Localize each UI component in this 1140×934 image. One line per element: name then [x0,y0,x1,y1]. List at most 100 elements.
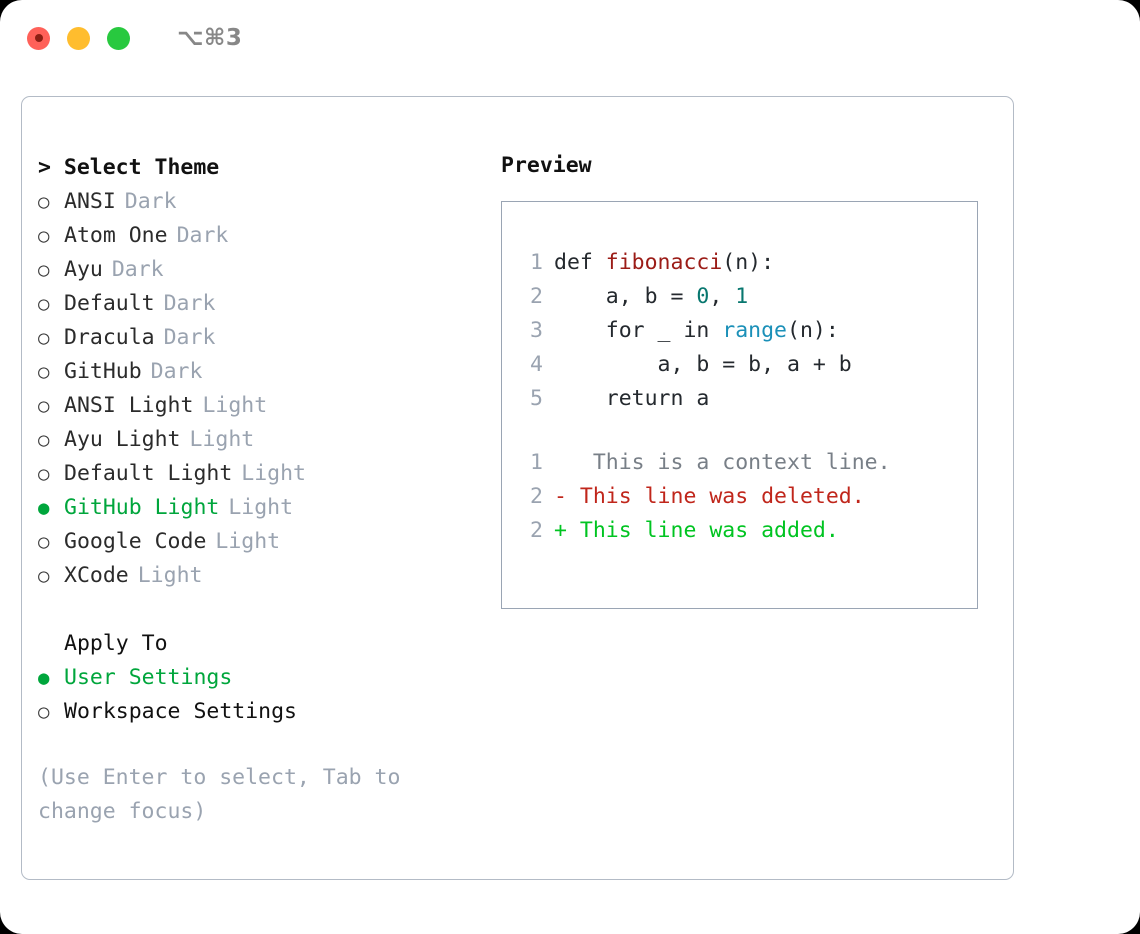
theme-category-tag: Dark [163,325,216,350]
code-token-def: def [554,250,606,275]
diff-content: This line was deleted. [566,484,865,509]
theme-name: Default Light [64,461,233,486]
theme-name: Dracula [64,325,155,350]
apply-to-label: Workspace Settings [64,699,297,724]
apply-to-heading-row: ○ Apply To [38,627,478,661]
theme-category-tag: Light [189,427,255,452]
theme-list-item[interactable]: ○ Dracula Dark [38,321,478,355]
theme-category-tag: Dark [124,189,177,214]
line-number: 3 [530,318,543,343]
apply-to-section: ○ Apply To ●User Settings○Workspace Sett… [38,627,478,729]
select-theme-heading: > Select Theme [38,155,220,180]
apply-to-label: User Settings [64,665,233,690]
maximize-window-button[interactable] [107,26,130,50]
apply-to-heading: Apply To [64,631,168,656]
apply-to-item[interactable]: ● User Settings [38,661,478,695]
theme-name: GitHub Light [64,495,220,520]
theme-list-item[interactable]: ○ Ayu Dark [38,253,478,287]
theme-category-tag: Dark [111,257,164,282]
theme-name: Ayu Light [64,427,181,452]
radio-unselected-icon: ○ [38,531,50,553]
close-window-button[interactable] [27,26,50,50]
theme-category-tag: Dark [150,359,203,384]
minimize-window-button[interactable] [67,26,90,50]
keyboard-hint: (Use Enter to select, Tab to change focu… [38,765,401,824]
apply-to-list[interactable]: ● User Settings ○ Workspace Settings [38,661,478,729]
radio-unselected-icon: ○ [38,259,50,281]
title-bar: ⌥⌘3 [0,0,1140,76]
theme-category-tag: Light [202,393,268,418]
theme-category-tag: Light [137,563,203,588]
diff-text-deleted: - This line was deleted. [554,480,865,514]
theme-name: Google Code [64,529,207,554]
code-text: a, b = 0, 1 [554,280,748,314]
theme-category-tag: Dark [176,223,229,248]
code-token-num: 1 [735,284,749,309]
theme-name: Default [64,291,155,316]
preview-heading: Preview [501,153,592,178]
apply-to-item[interactable]: ○ Workspace Settings [38,695,478,729]
code-text: def fibonacci(n): [554,246,774,280]
code-token-plain: a, b = b, a + b [554,352,852,377]
theme-category-tag: Light [228,495,294,520]
theme-list-item[interactable]: ○ Atom One Dark [38,219,478,253]
diff-line: 1 This is a context line. [521,446,977,480]
code-token-call: range [722,318,788,343]
code-text: a, b = b, a + b [554,348,852,382]
diff-content: This is a context line. [566,450,891,475]
code-token-plain: , [709,284,736,309]
theme-list-item[interactable]: ○ ANSI Dark [38,185,478,219]
theme-name: Ayu [64,257,103,282]
radio-unselected-icon: ○ [38,395,50,417]
radio-unselected-icon: ○ [38,225,50,247]
theme-name: XCode [64,563,129,588]
radio-unselected-icon: ○ [38,191,50,213]
code-diff-spacer [521,416,977,446]
theme-list-item[interactable]: ○ XCode Light [38,559,478,593]
code-text: for _ in range(n): [554,314,839,348]
diff-text-added: + This line was added. [554,514,839,548]
radio-unselected-icon: ○ [38,293,50,315]
diff-marker-context [554,450,567,475]
code-line: 5 return a [521,382,977,416]
theme-name: ANSI Light [64,393,194,418]
theme-list-item[interactable]: ● GitHub Light Light [38,491,478,525]
radio-unselected-icon: ○ [38,565,50,587]
theme-list-item[interactable]: ○ Default Dark [38,287,478,321]
blank-marker-icon: ○ [38,627,64,661]
code-token-plain: (n): [787,318,839,343]
code-token-num: 0 [696,284,710,309]
theme-name: ANSI [64,189,116,214]
radio-unselected-icon: ○ [38,361,50,383]
line-number: 1 [530,250,543,275]
diff-marker-deleted: - [554,484,567,509]
theme-list-item[interactable]: ○ ANSI Light Light [38,389,478,423]
theme-category-tag: Dark [163,291,216,316]
radio-unselected-icon: ○ [38,701,50,723]
code-token-plain: (n): [722,250,775,275]
code-token-plain: a, b = [554,284,697,309]
radio-unselected-icon: ○ [38,327,50,349]
code-line: 3 for _ in range(n): [521,314,977,348]
diff-line: 2- This line was deleted. [521,480,977,514]
code-line: 2 a, b = 0, 1 [521,280,977,314]
code-token-plain: return a [554,386,710,411]
diff-text-context: This is a context line. [554,446,891,480]
radio-selected-icon: ● [38,667,50,689]
radio-selected-icon: ● [38,497,50,519]
radio-unselected-icon: ○ [38,463,50,485]
line-number: 1 [530,450,543,475]
theme-name: Atom One [64,223,168,248]
diff-line: 2+ This line was added. [521,514,977,548]
